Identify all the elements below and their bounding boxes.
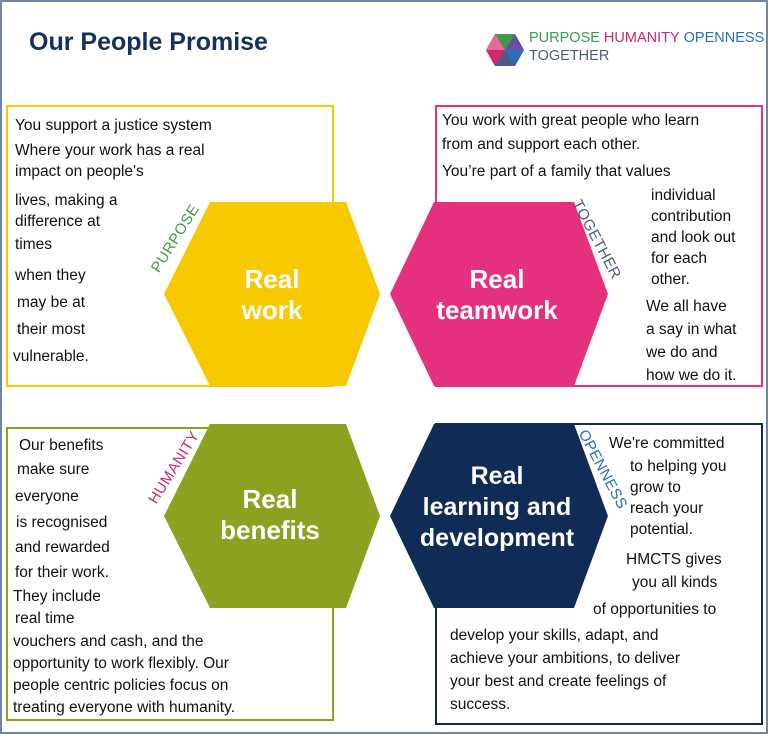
learning-text-line: reach your — [630, 500, 704, 517]
hex-label-line: teamwork — [436, 295, 558, 325]
benefits-hexagon — [164, 424, 380, 608]
hex-label-line: learning and — [422, 493, 572, 521]
benefits-text-line: everyone — [15, 488, 79, 505]
work-text-line: impact on people's — [15, 163, 144, 180]
benefits-text-line: vouchers and cash, and the — [13, 633, 204, 650]
learning-text-line: We're committed — [609, 435, 725, 452]
hex-label-line: Real — [470, 462, 524, 490]
work-text-line: their most — [17, 321, 86, 338]
work-text-line: Where your work has a real — [15, 142, 205, 159]
learning-hex-label: Real learning and development — [402, 461, 592, 554]
benefits-text-line: for their work. — [15, 564, 109, 581]
teamwork-text-line: how we do it. — [646, 367, 737, 384]
teamwork-text-line: from and support each other. — [442, 136, 641, 153]
teamwork-text-line: We all have — [646, 298, 727, 315]
teamwork-text-line: contribution — [651, 208, 732, 225]
teamwork-text-line: a say in what — [646, 321, 737, 338]
benefits-hex-label: Real benefits — [200, 484, 340, 546]
learning-text-line: your best and create feelings of — [450, 673, 667, 690]
hex-label-line: Real — [244, 264, 300, 294]
benefits-text-line: is recognised — [16, 514, 108, 531]
work-text-line: times — [15, 236, 53, 253]
hex-label-line: development — [419, 524, 575, 552]
teamwork-hex-label: Real teamwork — [422, 264, 572, 326]
hex-label-line: Real — [242, 484, 298, 514]
teamwork-text-line: individual — [651, 187, 716, 204]
hex-label-line: work — [241, 295, 303, 325]
work-text-line: lives, making a — [15, 192, 118, 209]
work-text-line: when they — [15, 267, 86, 284]
work-text-line: vulnerable. — [13, 348, 89, 365]
work-text-line: difference at — [15, 213, 101, 230]
work-hexagon — [164, 202, 380, 386]
hex-label-line: benefits — [220, 515, 320, 545]
learning-text-line: potential. — [630, 521, 693, 538]
teamwork-hexagon — [390, 202, 608, 386]
benefits-text-line: real time — [15, 610, 75, 627]
work-text-line: You support a justice system — [15, 117, 212, 134]
benefits-text-line: Our benefits — [19, 437, 104, 454]
teamwork-text-line: other. — [651, 271, 690, 288]
logo-word-together: TOGETHER — [529, 48, 610, 64]
teamwork-text-line: You’re part of a family that values — [442, 163, 671, 180]
logo-text-line-2: TOGETHER — [529, 48, 613, 65]
work-hex-label: Real work — [202, 264, 342, 326]
logo-word-purpose: PURPOSE — [529, 30, 600, 46]
logo-word-openness: OPENNESS — [683, 30, 765, 46]
learning-text-line: success. — [450, 696, 511, 713]
hexagon-logo-icon — [486, 34, 524, 66]
benefits-text-line: and rewarded — [15, 539, 110, 556]
learning-text-line: to helping you — [630, 458, 727, 475]
teamwork-text-line: for each — [651, 250, 708, 267]
benefits-text-line: make sure — [17, 461, 90, 478]
logo-word-humanity: HUMANITY — [603, 30, 680, 46]
teamwork-text-line: and look out — [651, 229, 736, 246]
benefits-text-line: treating everyone with humanity. — [13, 699, 235, 716]
learning-hexagon — [390, 424, 608, 608]
page-title: Our People Promise — [29, 28, 268, 56]
benefits-text-line: people centric policies focus on — [13, 677, 229, 694]
teamwork-text-line: You work with great people who learn — [442, 112, 700, 129]
benefits-text-line: opportunity to work flexibly. Our — [13, 655, 229, 672]
teamwork-text-line: we do and — [646, 344, 718, 361]
hex-label-line: Real — [469, 264, 525, 294]
benefits-text-line: They include — [13, 588, 101, 605]
work-text-line: may be at — [17, 294, 86, 311]
learning-text-line: develop your skills, adapt, and — [450, 627, 659, 644]
learning-text-line: of opportunities to — [593, 601, 717, 618]
learning-text-line: achieve your ambitions, to deliver — [450, 650, 681, 667]
learning-text-line: HMCTS gives — [626, 551, 722, 568]
learning-text-line: grow to — [630, 479, 681, 496]
learning-text-line: you all kinds — [632, 574, 718, 591]
